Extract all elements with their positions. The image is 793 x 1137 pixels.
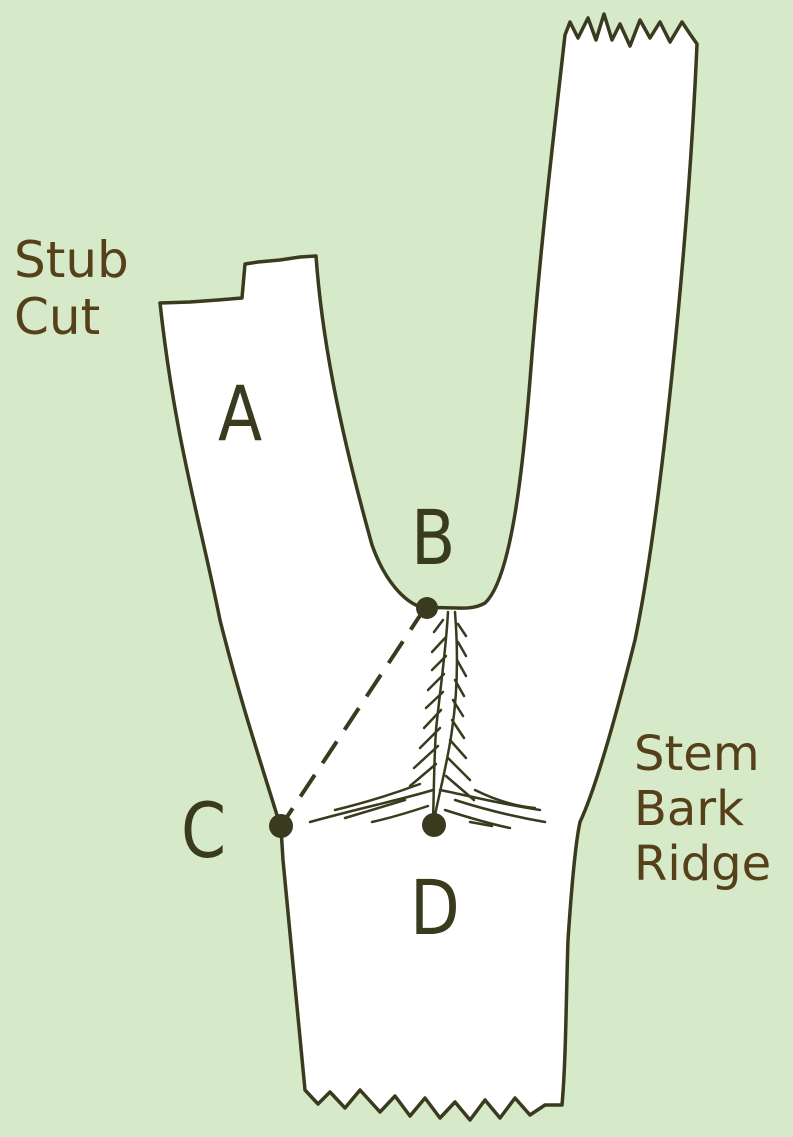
point-c-label: C [181,793,226,869]
point-c-dot [269,814,293,838]
point-b-dot [416,597,438,619]
stem-bark-ridge-label: Stem Bark Ridge [634,727,771,893]
point-b-label: B [411,500,455,576]
point-d-dot [422,813,446,837]
stub-cut-label: Stub Cut [14,232,129,346]
point-a-label: A [218,376,262,452]
point-d-label: D [410,870,460,946]
